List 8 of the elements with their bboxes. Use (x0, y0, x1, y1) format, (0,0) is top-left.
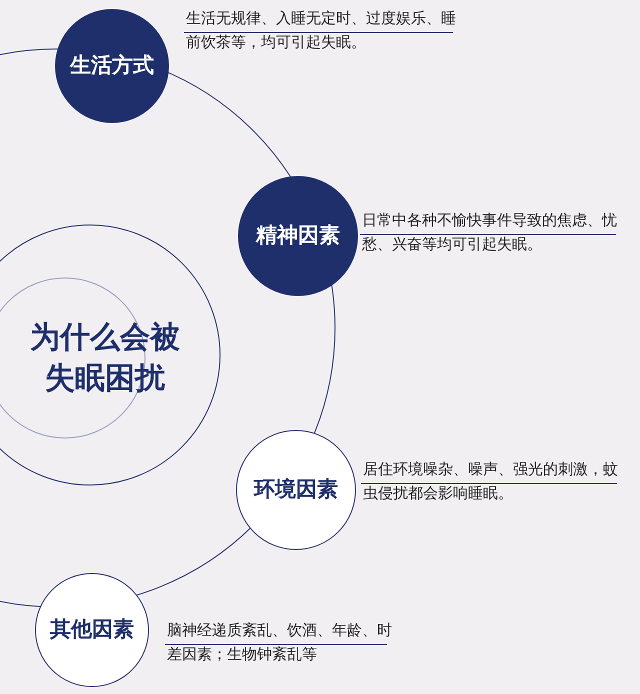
topic-title: 环境因素 (254, 476, 338, 504)
topic-title: 其他因素 (50, 616, 134, 644)
description-text: 居住环境噪杂、噪声、强光的刺激，蚊虫侵扰都会影响睡眠。 (363, 459, 619, 504)
description-text: 生活无规律、入睡无定时、过度娱乐、睡前饮茶等，均可引起失眠。 (186, 8, 457, 53)
description-text: 日常中各种不愉快事件导致的焦虑、忧愁、兴奋等均可引起失眠。 (362, 210, 618, 255)
topic-title: 生活方式 (70, 52, 154, 80)
topic-title: 精神因素 (256, 222, 340, 250)
description-text: 脑神经递质紊乱、饮酒、年龄、时差因素；生物钟紊乱等 (167, 620, 393, 665)
